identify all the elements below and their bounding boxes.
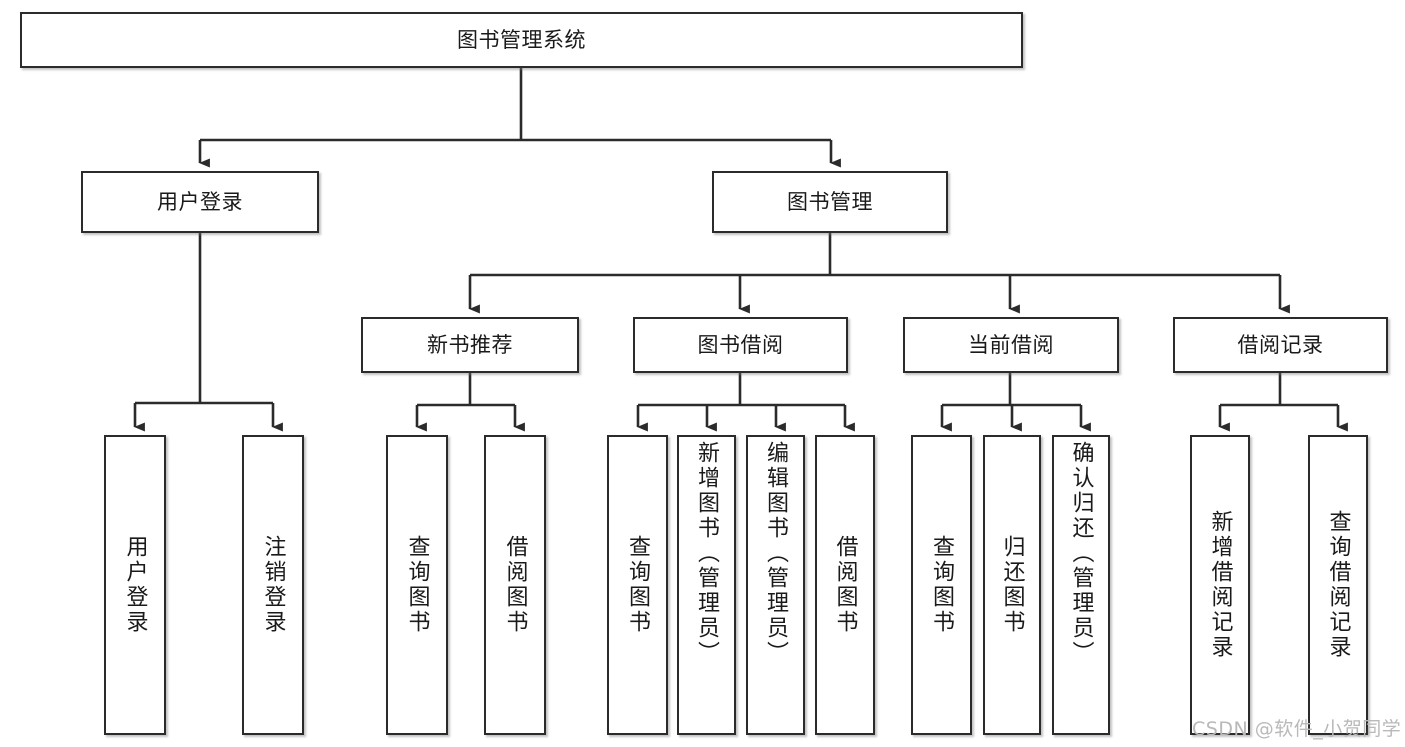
node-leaf-return-book[interactable]: 归还图书 [983,435,1041,735]
node-leaf-borrow-book-1[interactable]: 借阅图书 [484,435,546,735]
node-leaf-edit-book[interactable]: 编辑图书（管理员） [746,435,805,735]
node-label: 图书借阅 [697,332,784,357]
node-leaf-user-login[interactable]: 用户登录 [104,435,166,735]
node-leaf-query-book-2[interactable]: 查询图书 [607,435,668,735]
node-leaf-add-borrow-record[interactable]: 新增借阅记录 [1190,435,1250,735]
node-label: 查询图书 [625,535,651,635]
node-label: 借阅记录 [1237,332,1324,357]
node-label: 注销登录 [260,535,286,635]
node-label: 新增借阅记录 [1207,510,1233,660]
node-label: 查询借阅记录 [1325,510,1351,660]
csdn-watermark: CSDN @软件_小贺同学 [1192,718,1402,740]
node-label: 查询图书 [929,535,955,635]
node-label: 查询图书 [404,535,430,635]
node-leaf-query-book-3[interactable]: 查询图书 [911,435,972,735]
node-leaf-query-borrow-record[interactable]: 查询借阅记录 [1308,435,1368,735]
node-label: 图书管理系统 [457,27,586,52]
node-book-borrow[interactable]: 图书借阅 [633,317,848,373]
node-label: 用户登录 [157,189,243,214]
node-label: 新书推荐 [427,332,513,357]
node-root-system[interactable]: 图书管理系统 [20,12,1023,68]
node-current-borrow[interactable]: 当前借阅 [903,317,1119,373]
node-borrow-record[interactable]: 借阅记录 [1173,317,1388,373]
node-label: 图书管理 [787,189,873,214]
node-book-manage[interactable]: 图书管理 [712,171,948,233]
node-label: 用户登录 [122,535,148,635]
node-label: 当前借阅 [968,332,1054,357]
node-leaf-borrow-book-2[interactable]: 借阅图书 [815,435,875,735]
node-label: 借阅图书 [502,535,528,635]
node-leaf-query-book-1[interactable]: 查询图书 [386,435,448,735]
node-label: 确认归还（管理员） [1068,441,1094,666]
node-label: 借阅图书 [832,535,858,635]
node-user-login[interactable]: 用户登录 [81,171,319,233]
node-new-book-recommend[interactable]: 新书推荐 [361,317,579,373]
node-label: 编辑图书（管理员） [763,441,789,666]
node-leaf-add-book[interactable]: 新增图书（管理员） [677,435,736,735]
node-leaf-confirm-return[interactable]: 确认归还（管理员） [1052,435,1110,735]
node-leaf-user-logout[interactable]: 注销登录 [242,435,304,735]
node-label: 归还图书 [999,535,1025,635]
node-label: 新增图书（管理员） [694,441,720,666]
